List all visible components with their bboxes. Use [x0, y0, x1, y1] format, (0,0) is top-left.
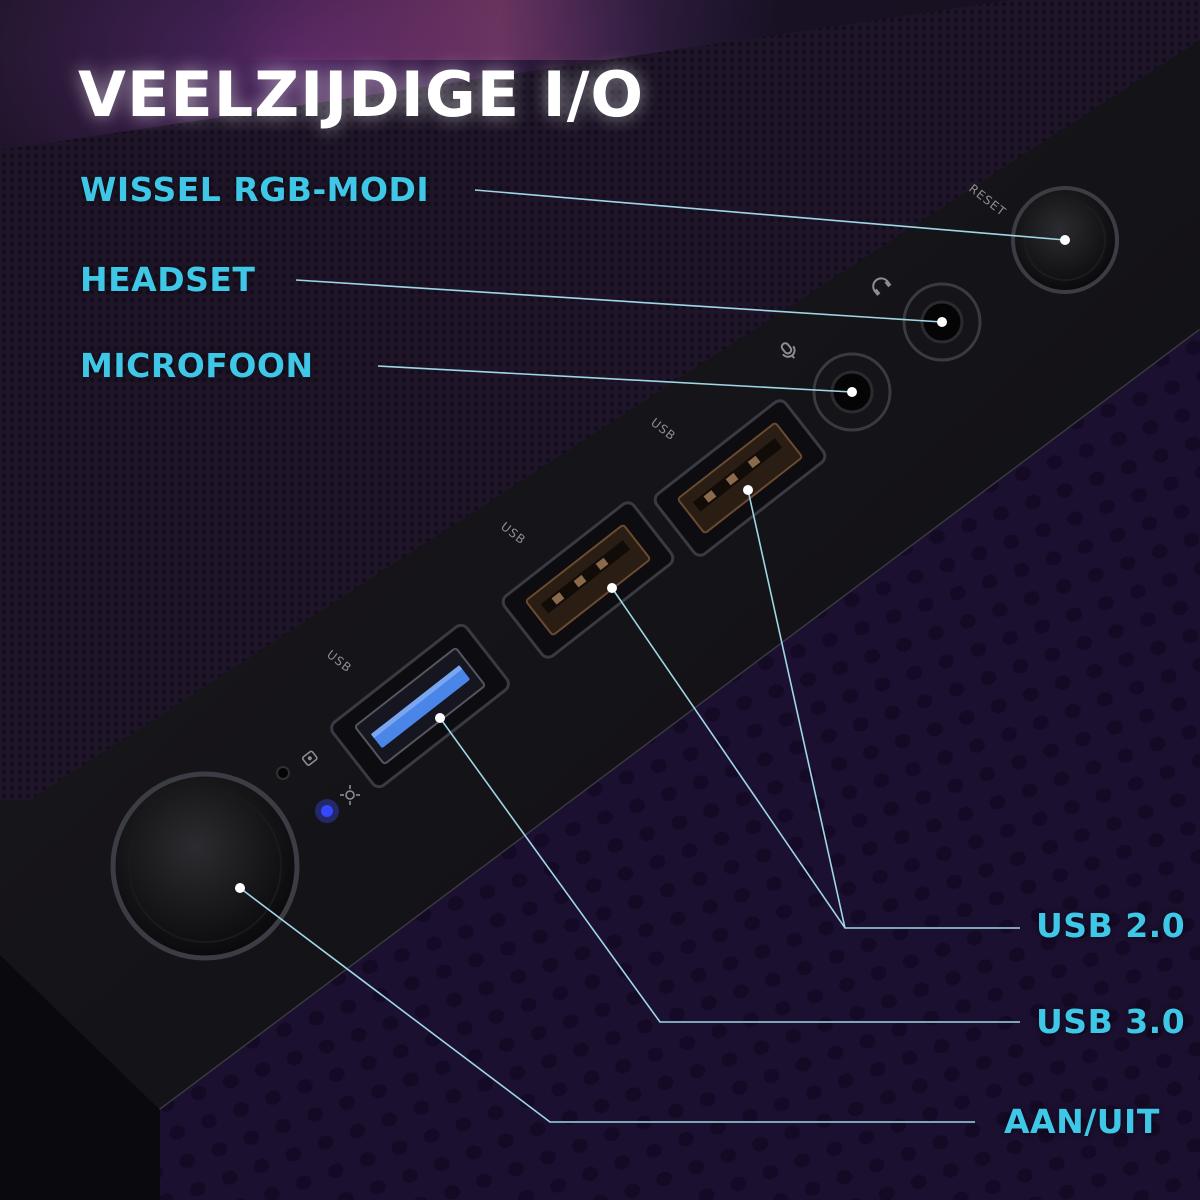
dot-rgb — [1060, 235, 1070, 245]
hdd-activity-icon — [302, 750, 318, 766]
usb3-port[interactable] — [328, 622, 511, 790]
leader-headset — [295, 279, 943, 323]
callout-power: AAN/UIT — [1004, 1102, 1160, 1141]
callout-dots — [235, 235, 1070, 893]
mesh-top-panel — [0, 0, 1200, 800]
power-button-ring — [128, 789, 282, 943]
callout-usb2: USB 2.0 — [1036, 906, 1186, 945]
reset-button-ring — [1024, 199, 1106, 281]
power-button[interactable] — [110, 771, 300, 961]
dot-usb3 — [435, 713, 445, 723]
leader-power — [239, 887, 975, 1123]
dot-headset — [937, 317, 947, 327]
power-light-icon — [340, 785, 360, 805]
power-led-glow — [315, 799, 339, 823]
dot-mic — [847, 387, 857, 397]
mesh-haze — [0, 0, 1200, 800]
leader-usb2-b — [747, 489, 846, 929]
dot-power — [235, 883, 245, 893]
power-led — [321, 805, 333, 817]
dot-usb2-b — [607, 583, 617, 593]
microphone-icon — [780, 342, 796, 359]
side-grille-haze — [160, 330, 1200, 1200]
page-title: VEELZIJDIGE I/O — [78, 58, 645, 131]
callout-microphone: MICROFOON — [80, 346, 314, 385]
headphones-icon — [872, 277, 892, 296]
usb2-port-lower[interactable] — [500, 500, 676, 661]
leader-rgb — [474, 189, 1066, 241]
callout-lines — [239, 189, 1066, 1123]
leader-mic — [377, 365, 853, 393]
dot-usb2-a — [743, 485, 753, 495]
hdd-led — [276, 766, 290, 780]
leader-usb3 — [439, 717, 1020, 1023]
callout-rgb-modes: WISSEL RGB-MODI — [80, 170, 430, 209]
callout-headset: HEADSET — [80, 260, 256, 299]
usb2-port-upper[interactable] — [652, 398, 828, 559]
side-grille-panel — [160, 330, 1200, 1200]
callout-usb3: USB 3.0 — [1036, 1002, 1186, 1041]
front-panel-corner — [0, 955, 160, 1200]
